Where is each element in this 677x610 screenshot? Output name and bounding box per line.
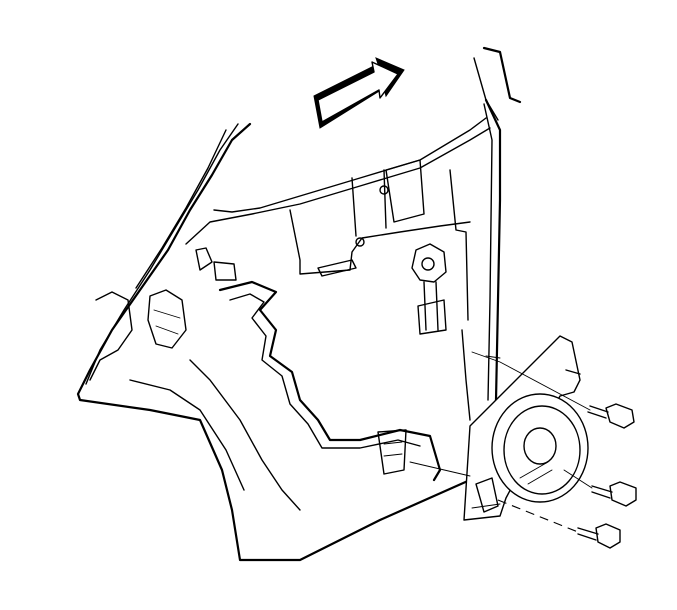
screw-head-3 [595,523,621,549]
speaker [491,393,589,503]
speaker-wire-connector [377,429,407,475]
frame-outer-edge-inner [85,123,239,385]
speaker-cone [503,405,581,495]
mounting-screw-1 [587,403,635,429]
arrow-face [317,61,399,123]
frame-outer-edge [76,122,472,562]
bracket-edge-detail [565,369,581,375]
latch-motor [411,243,447,283]
leader-screw-1 [471,351,591,411]
leader-screw-2 [563,469,593,489]
panel-fastener-1 [355,237,365,247]
hinge-detail [153,309,181,335]
latch-connector [417,299,447,335]
leader-screw-3 [497,499,579,533]
belt-line-lower [185,127,491,245]
panel-fastener-2 [379,185,389,195]
regulator-clip [317,259,357,277]
frame-window-channel [135,129,227,289]
frame-top-right [482,46,522,104]
screw-thread-1 [587,405,609,419]
installation-leaders [409,351,593,533]
frame-rear-edge-inner [483,103,493,401]
speaker-outer-ring [491,393,589,503]
latch-rod [423,281,439,331]
leader-tick [485,355,501,359]
panel-contour-1 [189,359,301,511]
screw-head-2 [609,481,637,507]
lock-actuator-box [385,159,425,223]
regulator-track [289,209,471,275]
leader-connector [409,461,471,477]
bracket-tab [475,477,499,513]
cutout-lip-inner [229,293,421,449]
connector-detail [383,441,403,457]
screw-head-1 [605,403,635,429]
panel-contour-2 [129,379,245,491]
hinge-check-link [147,289,187,349]
bracket-tab-line [471,503,501,509]
speaker-terminal [519,461,553,485]
cutout-lip-outer [218,280,442,482]
inside-handle-bracket [195,247,237,281]
hinge-pocket [89,291,133,381]
mounting-screw-2 [591,481,637,507]
wire-harness-rear [449,169,471,421]
regulator-rail [351,169,387,237]
screw-thread-3 [577,527,599,541]
rear-door-frame [76,46,522,562]
speaker-dust-cap [523,427,557,465]
speaker-opening [129,280,442,511]
forward-direction-arrow [313,57,405,129]
screw-thread-2 [591,485,613,499]
mounting-screw-3 [577,523,621,549]
latch-motor-hub [421,257,435,271]
door-inner-mechanisms [147,159,471,421]
belt-line-upper [213,117,487,213]
